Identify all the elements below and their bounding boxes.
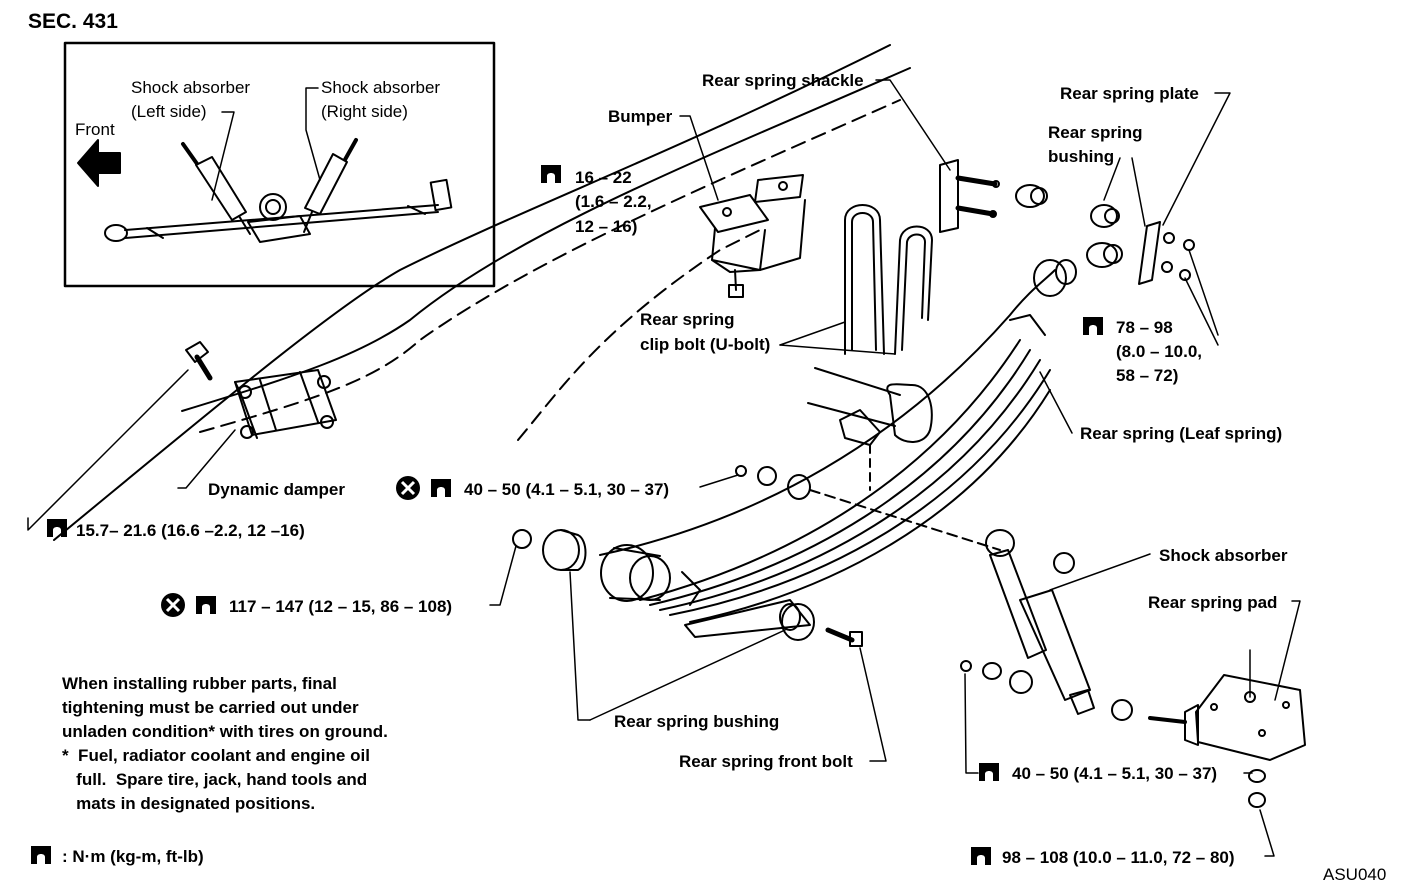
torque-damper-bolt: 15.7– 21.6 (16.6 –2.2, 12 –16) [76,521,305,540]
torque-bumper-line1: 16 – 22 [575,168,632,187]
torque-plate-line3: 58 – 72) [1116,366,1179,385]
torque-wrench-icon [541,165,561,183]
torque-wrench-icon [431,479,451,497]
axle-housing [807,367,933,491]
note-line: * Fuel, radiator coolant and engine oil [62,746,370,765]
note-line: mats in designated positions. [62,794,316,813]
label-dynamic-damper: Dynamic damper [208,480,345,499]
inset-shock-right-line1: Shock absorber [321,78,441,97]
label-rear-spring-pad: Rear spring pad [1148,593,1278,612]
label-rear-spring-shackle: Rear spring shackle [702,71,864,90]
label-rear-spring-plate: Rear spring plate [1060,84,1199,103]
torque-wrench-icon [31,846,51,864]
inset-frame [63,41,496,288]
label-rear-spring-front-bolt: Rear spring front bolt [679,752,853,771]
torque-bumper-line3: 12 – 16) [575,217,638,236]
inset-shock-left [181,142,251,235]
do-not-reuse-icon [396,476,420,500]
front-bushings [512,529,863,647]
u-bolt-left [844,204,885,355]
inset-front-label: Front [75,120,115,139]
inset-shock-right [303,138,358,233]
shackle-bushings [1015,184,1123,268]
torque-wrench-icon [47,519,67,537]
damper-bolt [185,341,213,381]
front-arrow-icon [77,139,121,187]
u-bolt-nuts [1248,769,1266,808]
lower-shock-hardware [960,660,1187,724]
torque-wrench-icon [1083,317,1103,335]
installation-note: When installing rubber parts, final tigh… [62,672,388,816]
figure-code: ASU040 [1323,865,1387,884]
inset-shock-left-line2: (Left side) [131,102,207,121]
u-bolt-right [894,225,933,355]
shock-absorber [985,529,1095,715]
bumper-bolt [728,269,744,298]
torque-u-bolt: 98 – 108 (10.0 – 11.0, 72 – 80) [1002,848,1235,867]
note-line: tightening must be carried out under [62,698,359,717]
label-clip-bolt-2: clip bolt (U-bolt) [640,335,771,354]
label-rear-spring-bushing-bottom: Rear spring bushing [614,712,780,731]
inset-shock-right-line2: (Right side) [321,102,408,121]
do-not-reuse-icon [161,593,185,617]
rear-spring-plate [1138,221,1195,285]
rear-spring-pad [1184,649,1306,761]
leaf-spring [599,259,1077,638]
units-legend: : N·m (kg-m, ft-lb) [62,847,204,866]
torque-shock-lower: 40 – 50 (4.1 – 5.1, 30 – 37) [1012,764,1218,783]
label-rear-spring-bushing-top-2: bushing [1048,147,1115,166]
torque-wrench-icon [196,596,216,614]
inset-axle [104,178,453,243]
section-title: SEC. 431 [28,10,118,33]
rear-spring-shackle [939,159,1000,233]
label-shock-absorber: Shock absorber [1159,546,1288,565]
torque-plate-line1: 78 – 98 [1116,318,1173,337]
label-bumper: Bumper [608,107,673,126]
note-line: full. Spare tire, jack, hand tools and [62,770,368,789]
torque-front-bolt: 117 – 147 (12 – 15, 86 – 108) [229,597,453,616]
torque-plate-line2: (8.0 – 10.0, [1116,342,1203,361]
torque-wrench-icon [979,763,999,781]
torque-wrench-icon [971,847,991,865]
note-line: unladen condition* with tires on ground. [62,722,388,741]
note-line: When installing rubber parts, final [62,674,337,693]
torque-shock-upper: 40 – 50 (4.1 – 5.1, 30 – 37) [464,480,670,499]
bumper [699,174,806,273]
label-leaf-spring: Rear spring (Leaf spring) [1080,424,1283,443]
label-rear-spring-bushing-top-1: Rear spring [1048,123,1143,142]
inset-shock-left-line1: Shock absorber [131,78,251,97]
dynamic-damper [234,369,337,439]
upper-shock-hardware [735,465,1001,551]
label-clip-bolt-1: Rear spring [640,310,735,329]
torque-bumper-line2: (1.6 – 2.2, [575,192,652,211]
